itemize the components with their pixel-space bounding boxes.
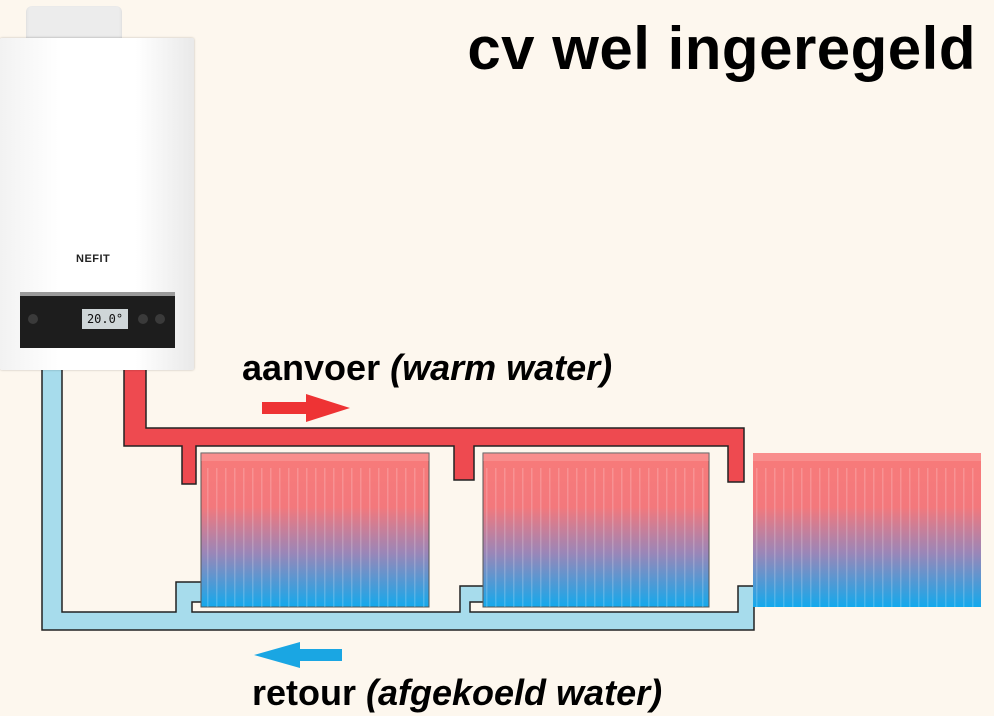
- return-label-detail: (afgekoeld water): [366, 672, 663, 713]
- boiler-display: 20.0°: [82, 309, 128, 329]
- radiator-1: [200, 452, 430, 608]
- return-label-text: retour: [252, 672, 367, 713]
- radiator-3: [753, 453, 981, 607]
- supply-label-detail: (warm water): [390, 347, 613, 388]
- supply-label-text: aanvoer: [242, 347, 391, 388]
- return-arrow-icon: [254, 642, 342, 668]
- boiler-control-panel: 20.0°: [20, 292, 175, 348]
- knob-icon: [138, 314, 148, 324]
- boiler-flue: [26, 6, 122, 40]
- boiler: NEFIT 20.0°: [0, 0, 194, 372]
- page-title: cv wel ingeregeld: [467, 15, 976, 82]
- radiator-2: [482, 452, 710, 608]
- supply-label: aanvoer (warm water): [242, 347, 612, 389]
- knob-icon: [28, 314, 38, 324]
- return-label: retour (afgekoeld water): [252, 672, 662, 714]
- knob-icon: [155, 314, 165, 324]
- boiler-brand: NEFIT: [76, 253, 111, 265]
- supply-arrow-icon: [262, 394, 350, 422]
- supply-pipe: [123, 367, 745, 485]
